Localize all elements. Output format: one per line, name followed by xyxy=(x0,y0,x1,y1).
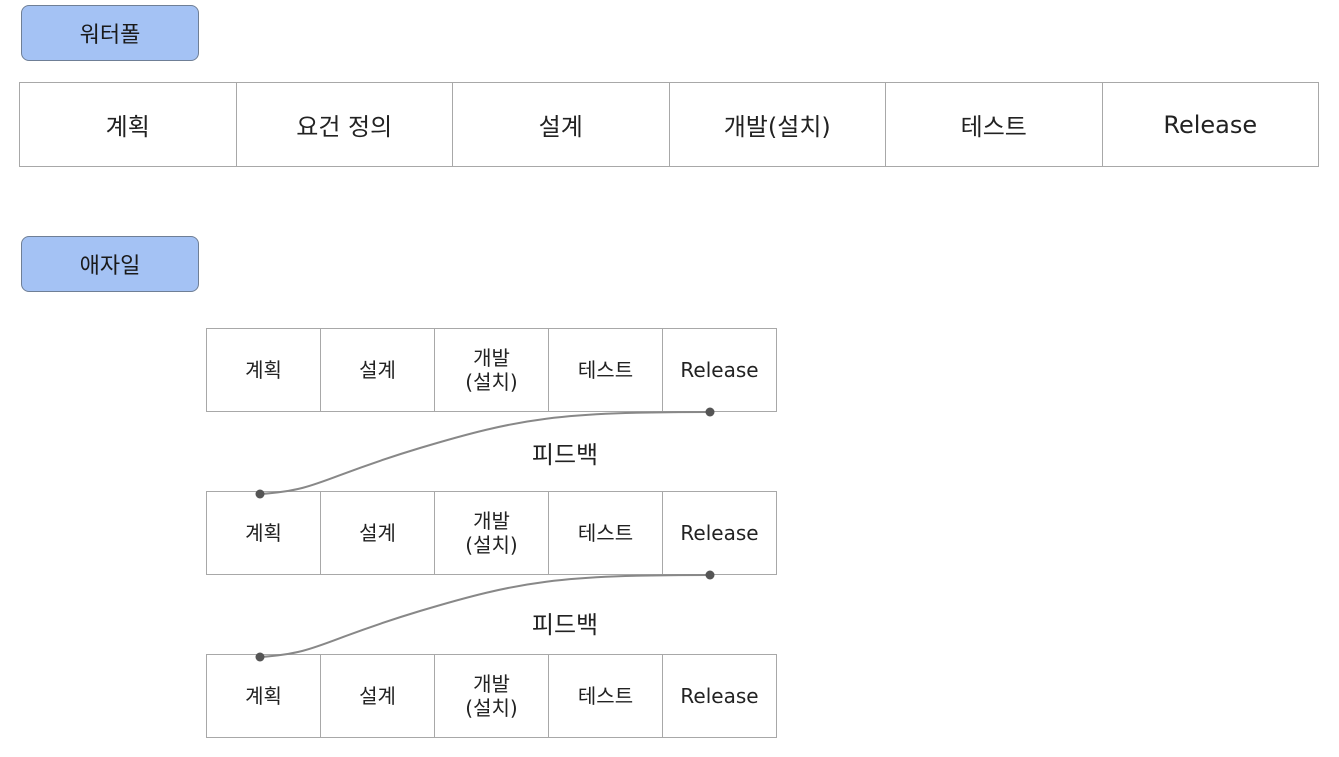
agile-phase-design: 설계 xyxy=(320,655,434,737)
agile-phase-design: 설계 xyxy=(320,492,434,574)
feedback-connector-2-start-dot xyxy=(705,570,715,580)
agile-iteration-1: 계획 설계 개발 (설치) 테스트 Release xyxy=(206,328,777,412)
feedback-label-1: 피드백 xyxy=(531,441,599,469)
feedback-connector-1 xyxy=(259,411,711,495)
agile-iteration-3: 계획 설계 개발 (설치) 테스트 Release xyxy=(206,654,777,738)
agile-phase-release: Release xyxy=(662,492,777,574)
agile-tag: 애자일 xyxy=(21,236,199,292)
waterfall-tag: 워터폴 xyxy=(21,5,199,61)
agile-phase-planning: 계획 xyxy=(206,492,320,574)
agile-phase-test: 테스트 xyxy=(548,492,662,574)
agile-phase-release: Release xyxy=(662,655,777,737)
agile-phase-test: 테스트 xyxy=(548,329,662,411)
waterfall-phase-requirements: 요건 정의 xyxy=(235,83,453,166)
waterfall-phase-release: Release xyxy=(1101,83,1319,166)
agile-phase-development: 개발 (설치) xyxy=(434,329,548,411)
agile-iteration-2: 계획 설계 개발 (설치) 테스트 Release xyxy=(206,491,777,575)
feedback-connector-2 xyxy=(259,574,711,658)
agile-phase-release: Release xyxy=(662,329,777,411)
agile-phase-test: 테스트 xyxy=(548,655,662,737)
agile-phase-development: 개발 (설치) xyxy=(434,655,548,737)
waterfall-phase-row: 계획 요건 정의 설계 개발(설치) 테스트 Release xyxy=(19,82,1319,167)
feedback-label-2: 피드백 xyxy=(531,611,599,639)
agile-tag-label: 애자일 xyxy=(79,254,141,279)
agile-phase-design: 설계 xyxy=(320,329,434,411)
feedback-connector-2-end-dot xyxy=(255,652,265,662)
waterfall-phase-planning: 계획 xyxy=(19,83,236,166)
feedback-connector-1-start-dot xyxy=(705,407,715,417)
agile-phase-planning: 계획 xyxy=(206,655,320,737)
waterfall-phase-test: 테스트 xyxy=(885,83,1102,166)
agile-phase-planning: 계획 xyxy=(206,329,320,411)
agile-phase-development: 개발 (설치) xyxy=(434,492,548,574)
waterfall-tag-label: 워터폴 xyxy=(79,23,141,48)
waterfall-phase-design: 설계 xyxy=(452,83,669,166)
feedback-connector-1-end-dot xyxy=(255,489,265,499)
waterfall-phase-development: 개발(설치) xyxy=(668,83,886,166)
